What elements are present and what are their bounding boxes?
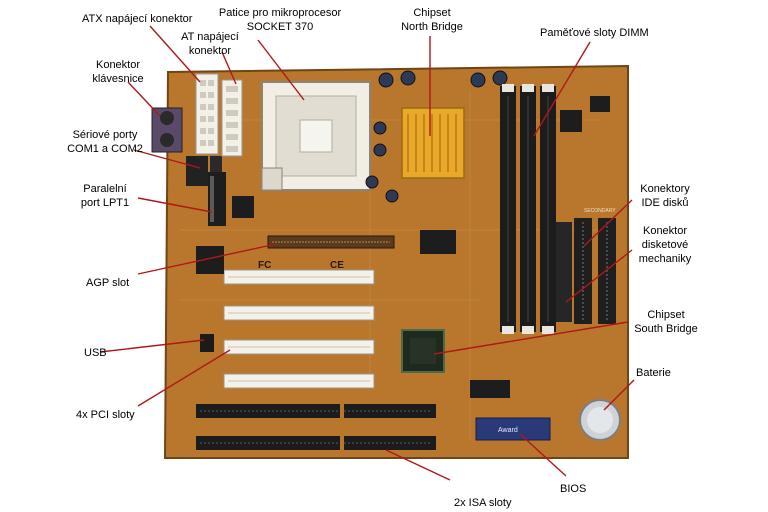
label-keyboard-connector: Konektor klávesnice xyxy=(78,58,158,86)
label-ide-line2: IDE disků xyxy=(641,197,689,209)
label-keyboard-line1: Konektor xyxy=(95,59,141,71)
pci-slots xyxy=(223,269,375,389)
label-at-power: AT napájecí konektor xyxy=(170,30,250,58)
bios-chip xyxy=(475,417,551,441)
south-bridge-chip xyxy=(401,329,445,373)
label-isa-slots: 2x ISA sloty xyxy=(454,497,512,509)
capacitors-top xyxy=(365,70,508,203)
bios-chip-brand: Award xyxy=(498,427,518,434)
label-floppy-connector: Konektor disketové mechaniky xyxy=(630,224,700,266)
label-agp-slot: AGP slot xyxy=(86,277,130,289)
label-parallel-line1: Paralelní xyxy=(83,183,127,195)
label-floppy-line2: disketové xyxy=(641,239,689,251)
north-bridge-heatsink xyxy=(401,107,465,179)
isa-slots xyxy=(196,402,436,452)
label-south-bridge-line2: South Bridge xyxy=(634,323,698,335)
ce-mark: CE xyxy=(330,260,344,271)
at-power-connector xyxy=(221,79,243,157)
label-at-power-line2: konektor xyxy=(188,45,232,57)
label-at-power-line1: AT napájecí xyxy=(181,31,239,43)
label-serial-line1: Sériové porty xyxy=(72,129,138,141)
label-floppy-line1: Konektor xyxy=(642,225,688,237)
label-pci-slots: 4x PCI sloty xyxy=(76,409,135,421)
label-north-bridge-line1: Chipset xyxy=(413,7,451,19)
fc-mark: FC xyxy=(258,260,271,271)
label-usb: USB xyxy=(84,347,107,359)
label-north-bridge-line2: North Bridge xyxy=(401,21,463,33)
label-south-bridge: Chipset South Bridge xyxy=(626,308,706,336)
label-atx-power: ATX napájecí konektor xyxy=(82,13,193,25)
label-serial-ports: Sériové porty COM1 a COM2 xyxy=(60,128,150,156)
label-parallel-port: Paralelní port LPT1 xyxy=(70,182,140,210)
label-parallel-line2: port LPT1 xyxy=(80,197,130,209)
label-cpu-socket-line1: Patice pro mikroprocesor xyxy=(218,7,342,19)
cpu-socket-370 xyxy=(261,81,371,191)
label-bios: BIOS xyxy=(560,483,587,495)
atx-power-connector xyxy=(195,73,219,155)
label-serial-line2: COM1 a COM2 xyxy=(67,143,143,155)
label-dimm-slots: Paměťové sloty DIMM xyxy=(540,27,649,39)
label-keyboard-line2: klávesnice xyxy=(92,73,144,85)
leader-lines xyxy=(99,25,635,481)
cmos-battery xyxy=(579,399,621,441)
label-floppy-line3: mechaniky xyxy=(638,253,692,265)
usb-header xyxy=(200,334,214,352)
parallel-port-header xyxy=(208,172,226,226)
ide-connectors xyxy=(574,218,616,324)
label-battery: Baterie xyxy=(636,367,671,379)
label-ide-line1: Konektory xyxy=(640,183,690,195)
secondary-silkscreen: SECONDARY xyxy=(584,208,616,214)
label-cpu-socket-line2: SOCKET 370 xyxy=(246,21,314,33)
label-cpu-socket: Patice pro mikroprocesor SOCKET 370 xyxy=(210,6,350,34)
keyboard-connector xyxy=(151,107,183,153)
dimm-slots xyxy=(500,84,556,334)
label-ide-connectors: Konektory IDE disků xyxy=(630,182,700,210)
label-north-bridge: Chipset North Bridge xyxy=(392,6,472,34)
floppy-connector xyxy=(556,222,572,322)
agp-slot xyxy=(267,235,395,249)
misc-chips xyxy=(196,96,610,398)
label-south-bridge-line1: Chipset xyxy=(647,309,685,321)
